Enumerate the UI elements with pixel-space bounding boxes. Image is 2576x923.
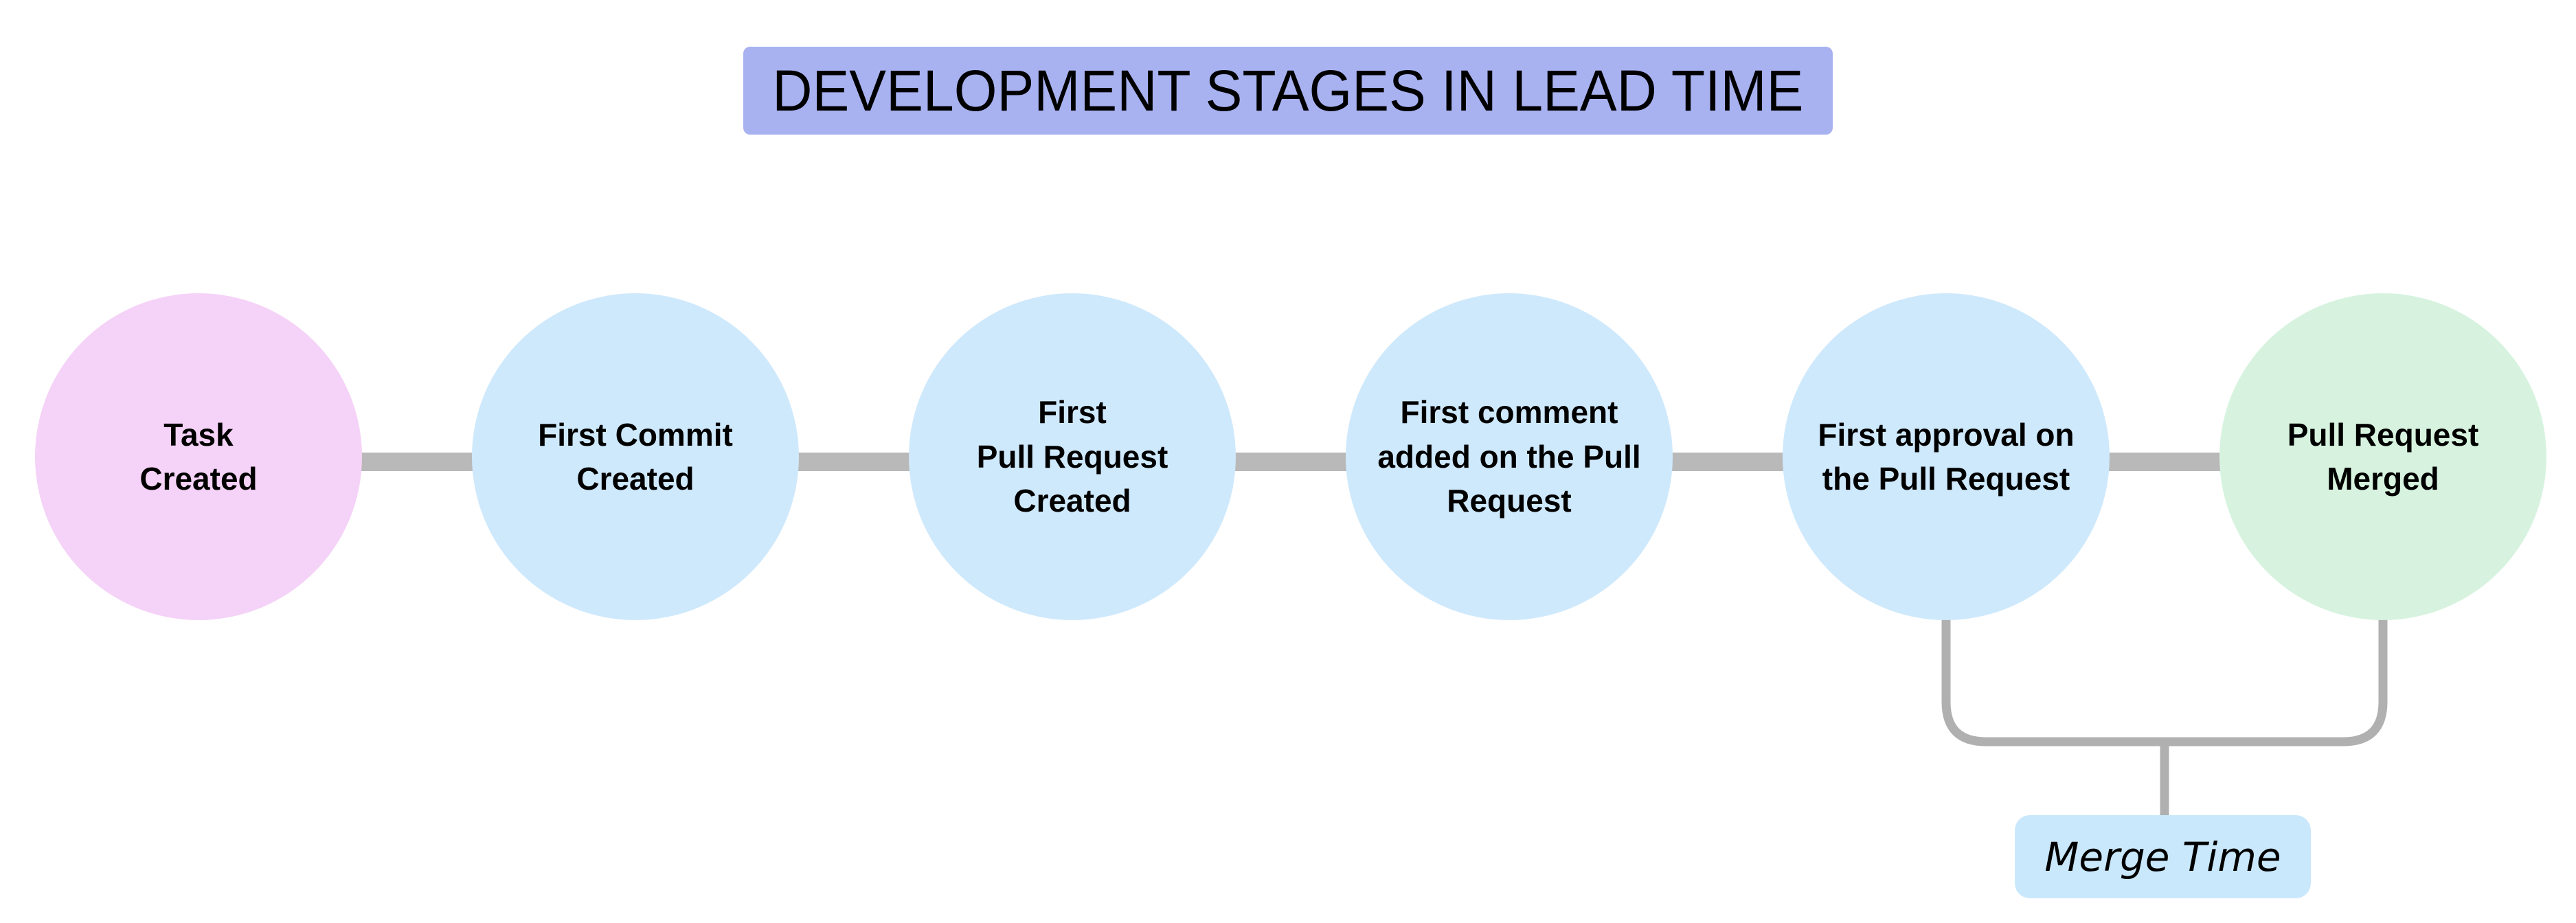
stage-circle-task-created: Task Created [35, 293, 362, 620]
stage-circle-first-comment-added: First comment added on the Pull Request [1346, 293, 1673, 620]
stage-label: First comment added on the Pull Request [1377, 394, 1641, 519]
stage-circle-first-approval: First approval on the Pull Request [1783, 293, 2110, 620]
bracket-path [1941, 611, 2388, 819]
stage-label: Pull Request Merged [2287, 416, 2479, 497]
merge-time-label: Merge Time [2044, 833, 2281, 880]
merge-time-tag: Merge Time [2015, 815, 2311, 898]
stage-circle-first-pull-request-created: First Pull Request Created [909, 293, 1236, 620]
stage-label: First approval on the Pull Request [1818, 416, 2075, 497]
diagram-title-banner: DEVELOPMENT STAGES IN LEAD TIME [743, 47, 1833, 135]
stage-label: First Commit Created [538, 416, 733, 497]
stage-label: Task Created [139, 416, 258, 497]
diagram-title: DEVELOPMENT STAGES IN LEAD TIME [772, 58, 1804, 123]
stage-circle-first-commit-created: First Commit Created [472, 293, 799, 620]
stage-label: First Pull Request Created [976, 394, 1168, 519]
stage-circle-pull-request-merged: Pull Request Merged [2219, 293, 2546, 620]
